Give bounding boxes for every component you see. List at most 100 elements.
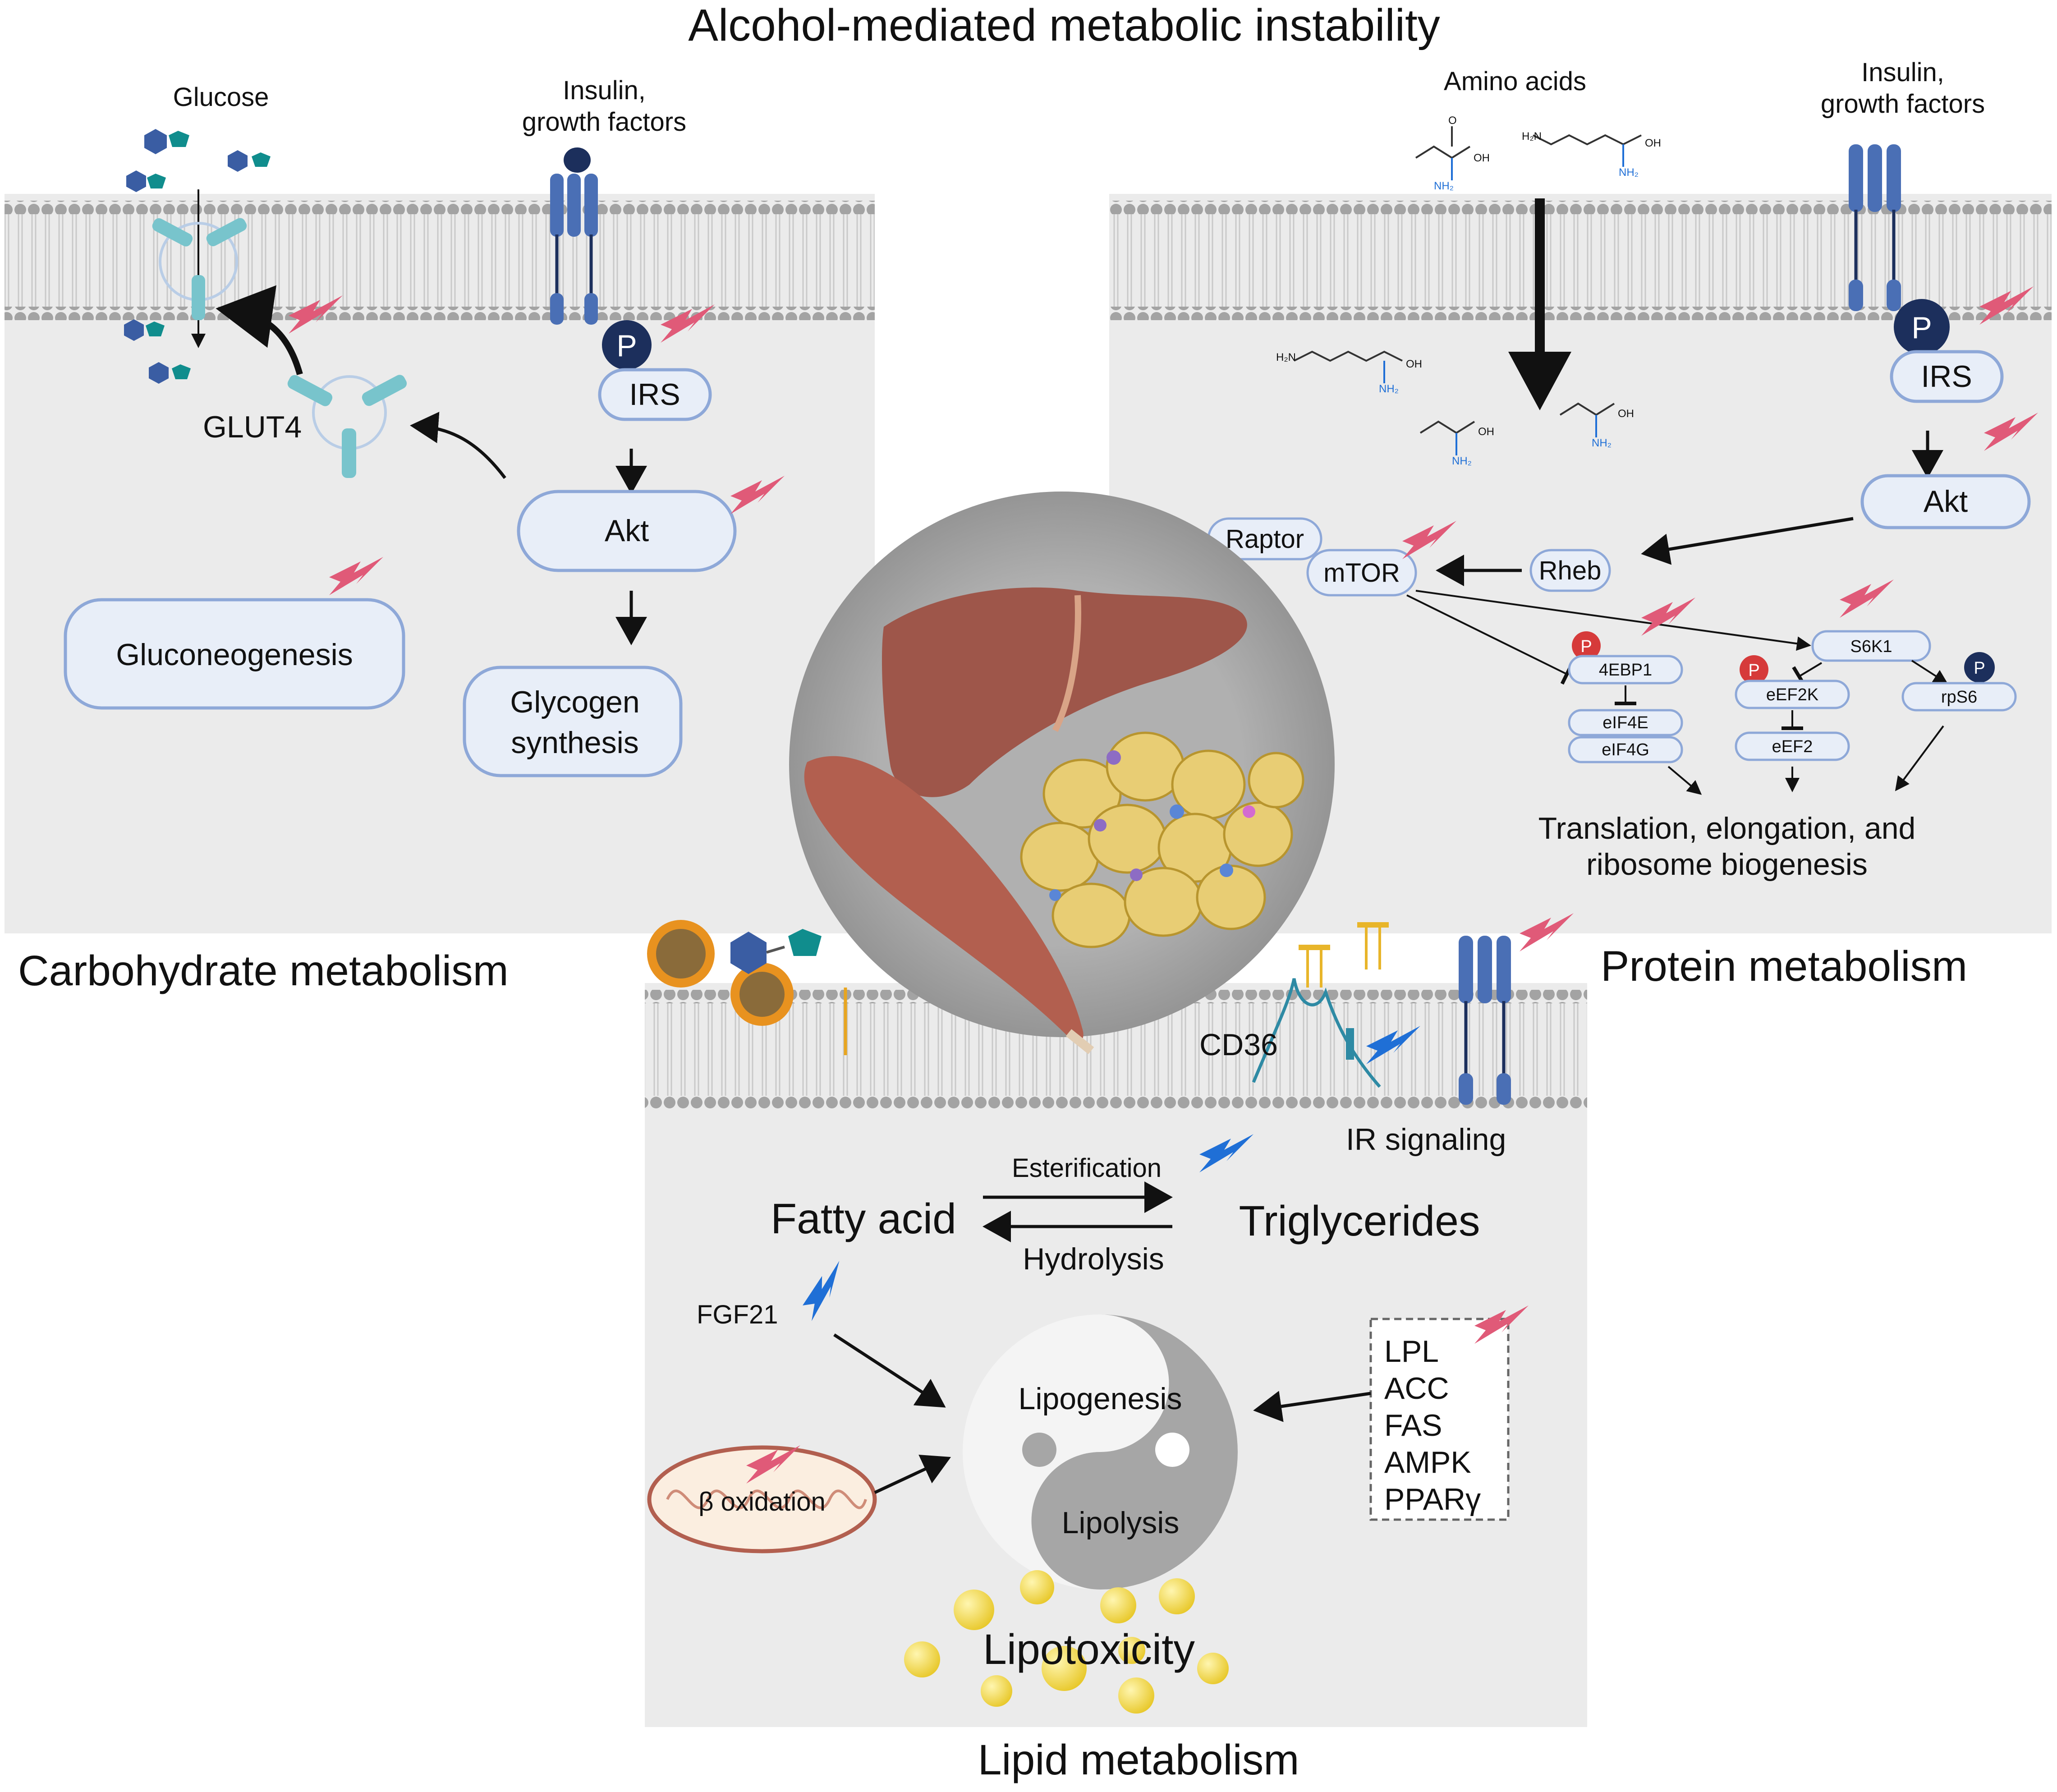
glut4-transporter-icon bbox=[152, 218, 247, 320]
amino-acids-label: Amino acids bbox=[1444, 67, 1586, 96]
lipogenesis-label: Lipogenesis bbox=[1019, 1382, 1182, 1416]
rheb-label: Rheb bbox=[1539, 556, 1602, 585]
cd36-transporter-icon bbox=[1252, 922, 1389, 1088]
mtor-node bbox=[1306, 549, 1417, 597]
fatty-acid-label: Fatty acid bbox=[771, 1195, 956, 1243]
svg-text:NH₂: NH₂ bbox=[1592, 437, 1612, 449]
svg-text:NH₂: NH₂ bbox=[1434, 180, 1454, 192]
carbohydrate-section: Glucose GLUT4 bbox=[64, 76, 785, 777]
lipolysis-label: Lipolysis bbox=[1062, 1506, 1180, 1540]
lipoprotein-icon bbox=[647, 920, 794, 1026]
glut4-label: GLUT4 bbox=[203, 410, 302, 444]
beta-oxidation-label: β oxidation bbox=[698, 1487, 826, 1516]
lipid-membrane bbox=[645, 990, 1587, 1109]
yin-yang-icon bbox=[963, 1314, 1238, 1590]
eef2k-phospho-label: P bbox=[1748, 661, 1759, 680]
s6k1-node bbox=[1811, 630, 1931, 662]
eef2-node bbox=[1735, 731, 1850, 761]
akt-to-rheb-arrow bbox=[1641, 517, 1854, 565]
glucose-label: Glucose bbox=[173, 83, 269, 112]
svg-text:NH₂: NH₂ bbox=[1452, 455, 1472, 467]
ir-signaling-label: IR signaling bbox=[1346, 1122, 1506, 1157]
irs-label: IRS bbox=[629, 377, 680, 412]
rps6-phospho-label: P bbox=[1974, 659, 1985, 678]
protein-irs-phospho-label: P bbox=[1911, 311, 1932, 345]
protein-irs-node bbox=[1890, 350, 2004, 403]
gluconeogenesis-node bbox=[64, 598, 405, 710]
lipid-gene-item: LPL bbox=[1384, 1334, 1439, 1369]
phospho-icon bbox=[1964, 652, 1995, 683]
lipid-section: CD36 IR signaling Esterification Fatty a… bbox=[647, 913, 1574, 1714]
4ebp1-label: 4EBP1 bbox=[1599, 661, 1652, 680]
phospho-icon bbox=[1740, 655, 1768, 684]
eif4e-label: eIF4E bbox=[1602, 713, 1648, 732]
rps6-label: rpS6 bbox=[1941, 688, 1977, 707]
protein-akt-label: Akt bbox=[1924, 484, 1968, 519]
cd36-label: CD36 bbox=[1199, 1028, 1278, 1062]
translation-label-2: ribosome biogenesis bbox=[1586, 847, 1868, 882]
eef2k-label: eEF2K bbox=[1766, 685, 1818, 704]
mtor-inhibits-4ebp1 bbox=[1406, 594, 1574, 685]
amino-acid-icon bbox=[1294, 126, 1642, 455]
protein-panel-label: Protein metabolism bbox=[1601, 942, 1967, 990]
glucose-icon bbox=[124, 129, 271, 384]
mitochondrion-icon bbox=[647, 1445, 877, 1553]
lipid-gene-item: FAS bbox=[1384, 1408, 1442, 1443]
protein-insulin-label: Insulin, bbox=[1861, 58, 1944, 87]
glycogen-label-1: Glycogen bbox=[510, 685, 639, 719]
lipid-panel-label: Lipid metabolism bbox=[978, 1736, 1299, 1784]
glycogen-label-2: synthesis bbox=[511, 726, 638, 760]
phospho-icon bbox=[602, 320, 652, 370]
lipotoxicity-label: Lipotoxicity bbox=[983, 1626, 1195, 1673]
amino-acid-labels: OH O NH₂ H₂N OH NH₂ H₂N OH NH₂ OH NH₂ OH… bbox=[1276, 115, 1661, 467]
glut4-vesicle-icon bbox=[287, 375, 407, 478]
mtor-to-s6k1 bbox=[1415, 590, 1811, 651]
svg-text:H₂N: H₂N bbox=[1276, 351, 1296, 363]
protein-section: Amino acids OH O NH₂ H₂N OH NH₂ H₂N OH N… bbox=[1207, 58, 2038, 882]
raptor-label: Raptor bbox=[1226, 524, 1304, 554]
rheb-node bbox=[1529, 549, 1611, 592]
mtor-label: mTOR bbox=[1323, 558, 1400, 588]
phospho-icon bbox=[1572, 631, 1601, 660]
lipid-genes-box bbox=[1369, 1318, 1510, 1521]
lipid-gene-item: ACC bbox=[1384, 1371, 1449, 1406]
esterification-label: Esterification bbox=[1012, 1153, 1162, 1183]
carbohydrate-membrane bbox=[5, 201, 875, 320]
svg-text:H₂N: H₂N bbox=[1522, 130, 1542, 142]
eef2-label: eEF2 bbox=[1772, 737, 1813, 756]
4ebp1-node bbox=[1568, 655, 1683, 685]
triglycerides-label: Triglycerides bbox=[1239, 1197, 1480, 1245]
svg-text:OH: OH bbox=[1474, 152, 1490, 164]
eef2k-node bbox=[1735, 680, 1850, 709]
fgf21-label: FGF21 bbox=[697, 1300, 778, 1329]
carbohydrate-panel-label: Carbohydrate metabolism bbox=[18, 947, 509, 995]
insulin-receptor-icon bbox=[1849, 144, 1901, 311]
amino-acid-uptake-head bbox=[1508, 352, 1571, 410]
gluconeogenesis-label: Gluconeogenesis bbox=[116, 638, 353, 672]
akt-node bbox=[517, 490, 737, 572]
insulin-label: Insulin, bbox=[563, 76, 646, 105]
akt-label: Akt bbox=[605, 514, 649, 548]
rps6-node bbox=[1901, 682, 2017, 712]
glut4-translocation-arrow bbox=[216, 285, 303, 375]
eif4e-node bbox=[1568, 709, 1683, 736]
muscle-icon bbox=[804, 756, 1084, 1042]
hydrolysis-label: Hydrolysis bbox=[1023, 1242, 1164, 1276]
svg-text:NH₂: NH₂ bbox=[1619, 166, 1639, 179]
eif4g-label: eIF4G bbox=[1602, 740, 1649, 759]
protein-akt-node bbox=[1860, 474, 2031, 529]
svg-text:NH₂: NH₂ bbox=[1379, 383, 1399, 395]
translation-label-1: Translation, elongation, and bbox=[1538, 811, 1916, 845]
glycogen-synthesis-node bbox=[463, 666, 683, 777]
irs-phospho-label: P bbox=[616, 329, 637, 363]
ebp1-phospho-label: P bbox=[1580, 637, 1592, 656]
insulin-receptor-icon bbox=[1459, 936, 1511, 1105]
svg-text:O: O bbox=[1448, 115, 1457, 127]
growth-factors-label: growth factors bbox=[522, 107, 686, 137]
glucose-icon bbox=[730, 929, 822, 974]
liver-icon bbox=[882, 587, 1247, 797]
phospho-icon bbox=[1894, 299, 1950, 355]
insulin-receptor-icon bbox=[550, 147, 598, 325]
lipid-gene-item: AMPK bbox=[1384, 1445, 1471, 1480]
